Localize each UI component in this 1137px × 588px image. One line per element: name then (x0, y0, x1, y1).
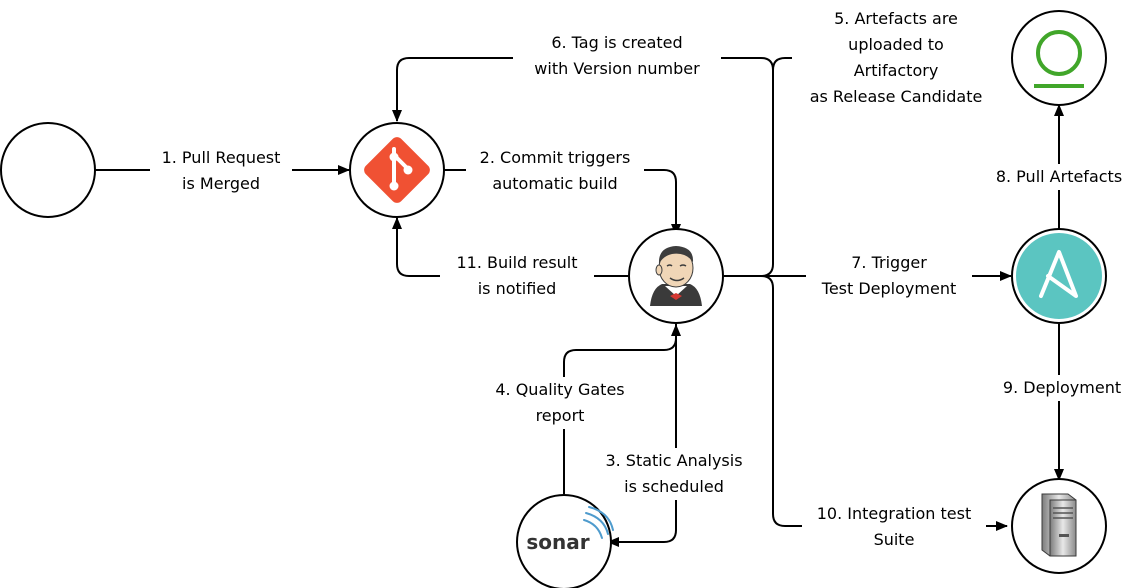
label-commit-triggers: 2. Commit triggers automatic build (466, 145, 644, 197)
edge-quality-gates (563, 324, 681, 494)
edge-tag-created (392, 57, 774, 122)
label-trigger-test: 7. Trigger Test Deployment (806, 250, 972, 302)
label-deployment: 9. Deployment (988, 375, 1136, 401)
artifactory-icon (1011, 10, 1107, 106)
sonar-icon: sonar (516, 494, 614, 588)
developer-node (0, 122, 96, 218)
label-integration-test: 10. Integration test Suite (802, 501, 986, 553)
label-pull-request: 1. Pull Request is Merged (150, 145, 292, 197)
label-artefacts-uploaded: 5. Artefacts are uploaded to Artifactory… (792, 6, 1000, 110)
edge-integration-test (760, 275, 1008, 531)
jenkins-icon (628, 228, 724, 324)
label-quality-gates: 4. Quality Gates report (486, 377, 634, 429)
label-pull-artefacts: 8. Pull Artefacts (980, 164, 1137, 190)
edge-static-analysis (607, 324, 677, 547)
label-build-result: 11. Build result is notified (440, 250, 594, 302)
edge-commit-triggers (443, 169, 681, 236)
server-icon (1011, 478, 1107, 574)
label-tag-created: 6. Tag is created with Version number (513, 30, 721, 82)
git-icon (349, 122, 445, 218)
ansible-icon (1011, 228, 1107, 324)
sonar-wordmark: sonar (526, 530, 589, 554)
edge-build-result (392, 217, 628, 277)
label-static-analysis: 3. Static Analysis is scheduled (594, 448, 754, 500)
connectors (95, 53, 1064, 547)
